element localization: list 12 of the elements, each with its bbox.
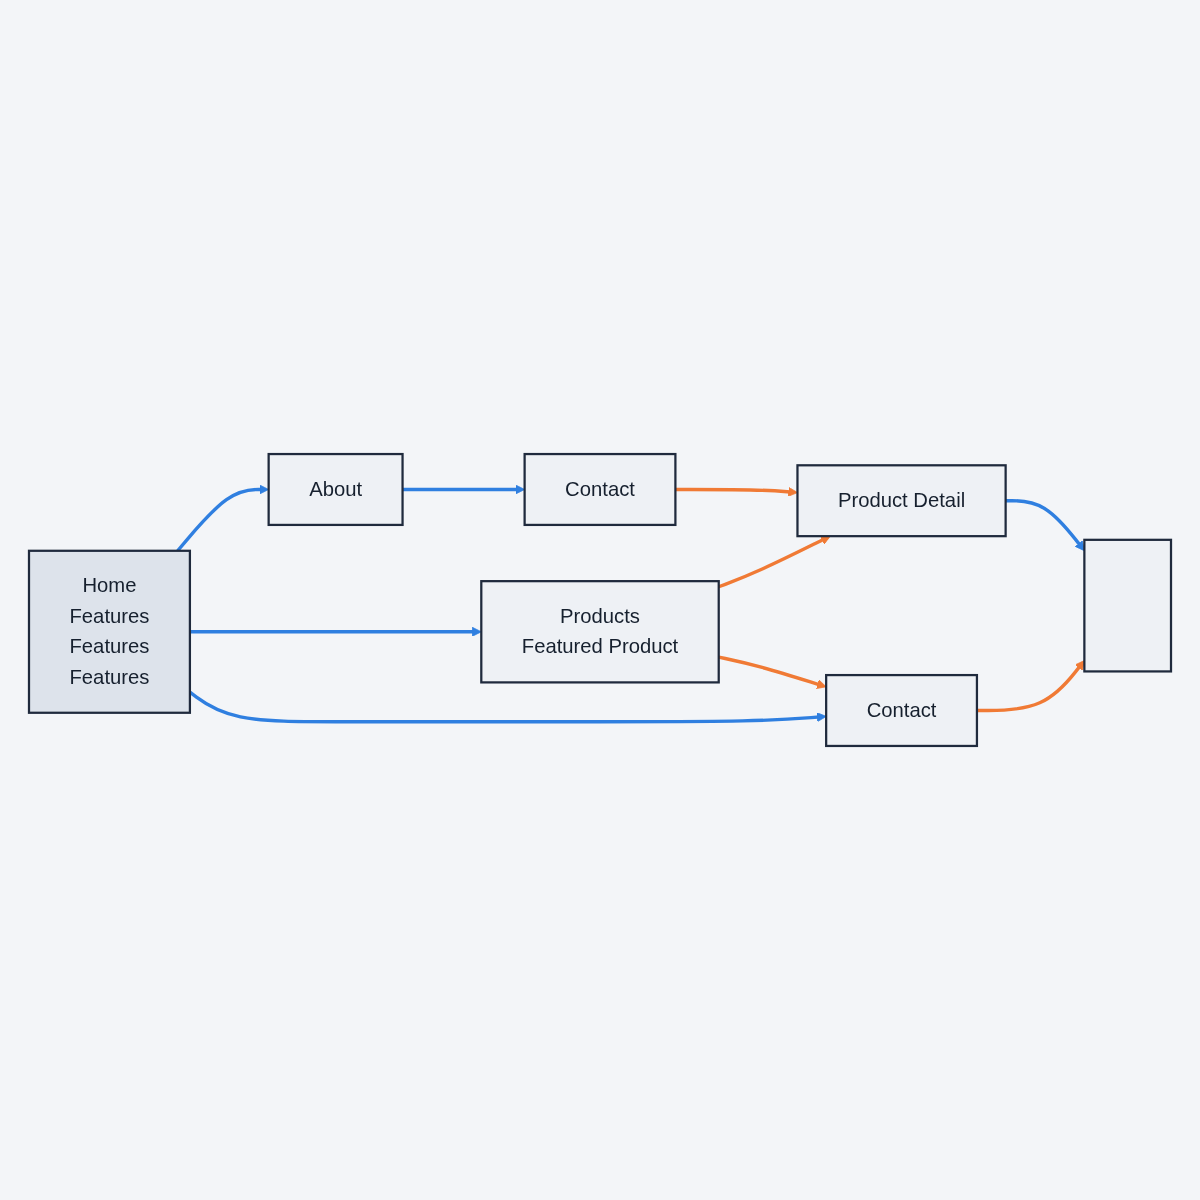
node-box: About — [267, 452, 404, 527]
node-box: Products Featured Product — [480, 580, 720, 684]
arrow — [1005, 499, 1085, 552]
node-box: Contact — [825, 673, 979, 748]
arrow — [976, 660, 1085, 713]
node-box — [1083, 538, 1173, 673]
node-box: Contact — [523, 452, 677, 527]
arrow — [675, 486, 798, 497]
arrow — [718, 655, 827, 689]
node-box: Product Detail — [796, 464, 1007, 538]
node-box: Home Features Features Features — [27, 549, 192, 714]
arrow — [189, 626, 482, 637]
